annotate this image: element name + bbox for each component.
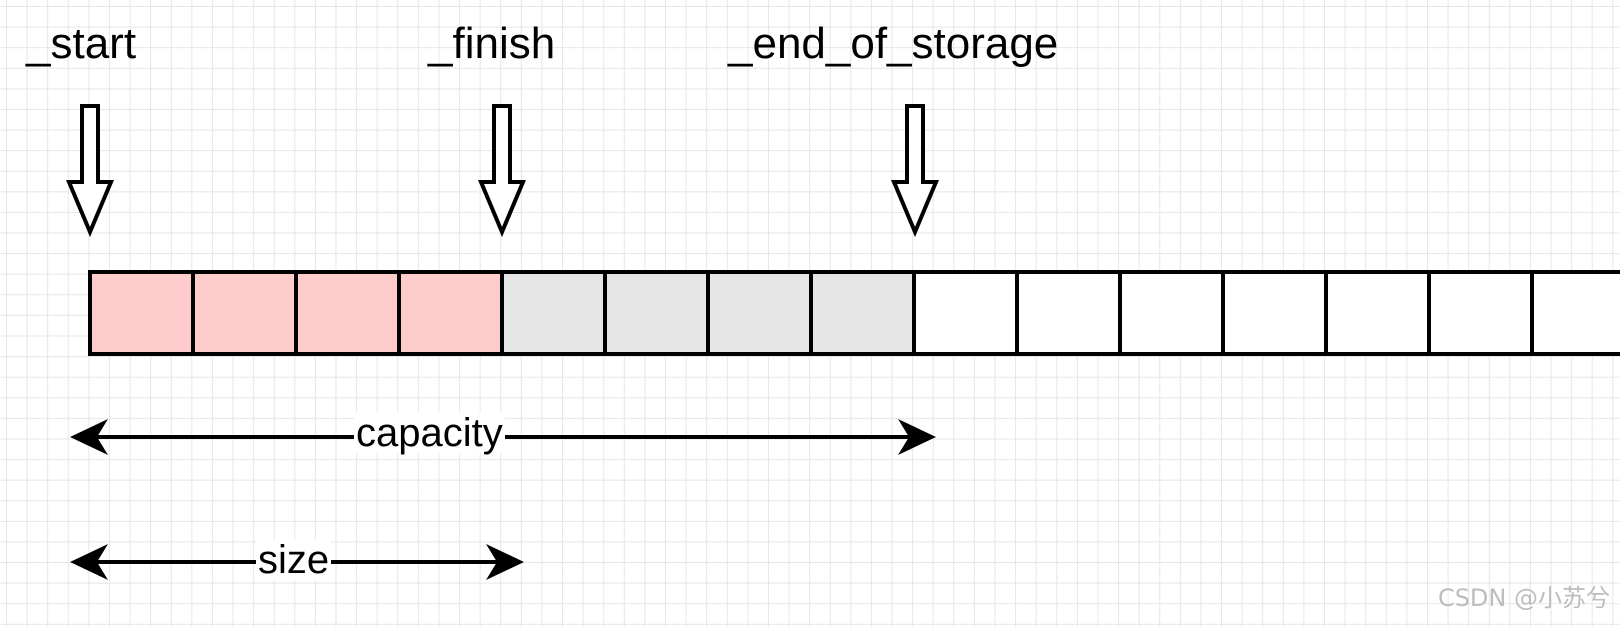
size-label: size <box>256 538 332 582</box>
unallocated-cell <box>1015 270 1122 356</box>
unallocated-cell <box>912 270 1019 356</box>
end-of-storage-pointer-label: _end_of_storage <box>728 19 1059 68</box>
pointer-arrow-start <box>65 104 115 238</box>
unallocated-cell <box>1221 270 1328 356</box>
unallocated-cell <box>1118 270 1225 356</box>
used-cell <box>397 270 504 356</box>
reserved-cell <box>603 270 710 356</box>
used-cell <box>191 270 298 356</box>
watermark: CSDN @小苏兮 <box>1437 584 1610 612</box>
reserved-cell <box>500 270 607 356</box>
unallocated-cell <box>1324 270 1431 356</box>
capacity-label: capacity <box>354 411 505 455</box>
unallocated-cell <box>1530 270 1620 356</box>
memory-cells <box>88 270 1620 356</box>
reserved-cell <box>809 270 916 356</box>
unallocated-cell <box>1427 270 1534 356</box>
reserved-cell <box>706 270 813 356</box>
used-cell <box>294 270 401 356</box>
start-pointer-label: _start <box>26 19 137 68</box>
used-cell <box>88 270 195 356</box>
finish-pointer-label: _finish <box>428 19 556 68</box>
pointer-arrow-end-of-storage <box>890 104 940 238</box>
pointer-arrow-finish <box>477 104 527 238</box>
